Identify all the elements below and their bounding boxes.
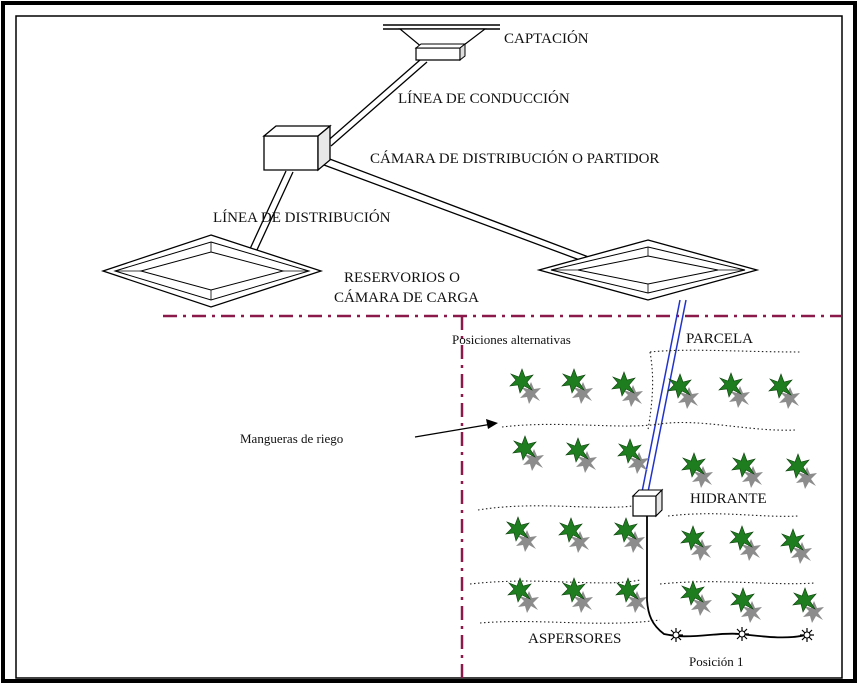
sprinkler-icon: [668, 627, 684, 643]
lateral-line: [646, 516, 807, 639]
label-linea-distribucion: LÍNEA DE DISTRIBUCIÓN: [213, 209, 391, 226]
mangueras-arrow: [414, 419, 498, 438]
label-reservorios-1: RESERVORIOS O: [344, 270, 460, 286]
sprinklers-group: [668, 626, 815, 643]
camara-distribucion-box: [262, 124, 332, 172]
hydrant-box: [631, 488, 664, 518]
reservoir-right: [536, 239, 760, 301]
sprinkler-icon: [799, 627, 815, 643]
label-hidrante: HIDRANTE: [690, 491, 767, 507]
label-mangueras: Mangueras de riego: [240, 431, 343, 446]
reservoir-left: [100, 234, 324, 308]
hose-positions: [469, 349, 816, 624]
inner-frame: [15, 15, 843, 679]
sprinkler-icon: [734, 626, 750, 642]
label-linea-conduccion: LÍNEA DE CONDUCCIÓN: [398, 90, 570, 107]
conduction-pipe: [323, 59, 428, 147]
label-parcela: PARCELA: [686, 331, 753, 347]
captacion-intake: [383, 24, 500, 62]
distribution-pipe-right: [323, 157, 616, 273]
label-aspersores: ASPERSORES: [528, 631, 621, 647]
label-camara-distribucion: CÁMARA DE DISTRIBUCIÓN O PARTIDOR: [370, 150, 659, 167]
label-posiciones-alternativas: Posiciones alternativas: [452, 332, 571, 347]
label-posicion: Posición 1: [689, 654, 744, 669]
supply-hose: [641, 299, 687, 493]
label-reservorios-2: CÁMARA DE CARGA: [334, 289, 479, 306]
label-captacion: CAPTACIÓN: [504, 30, 589, 47]
